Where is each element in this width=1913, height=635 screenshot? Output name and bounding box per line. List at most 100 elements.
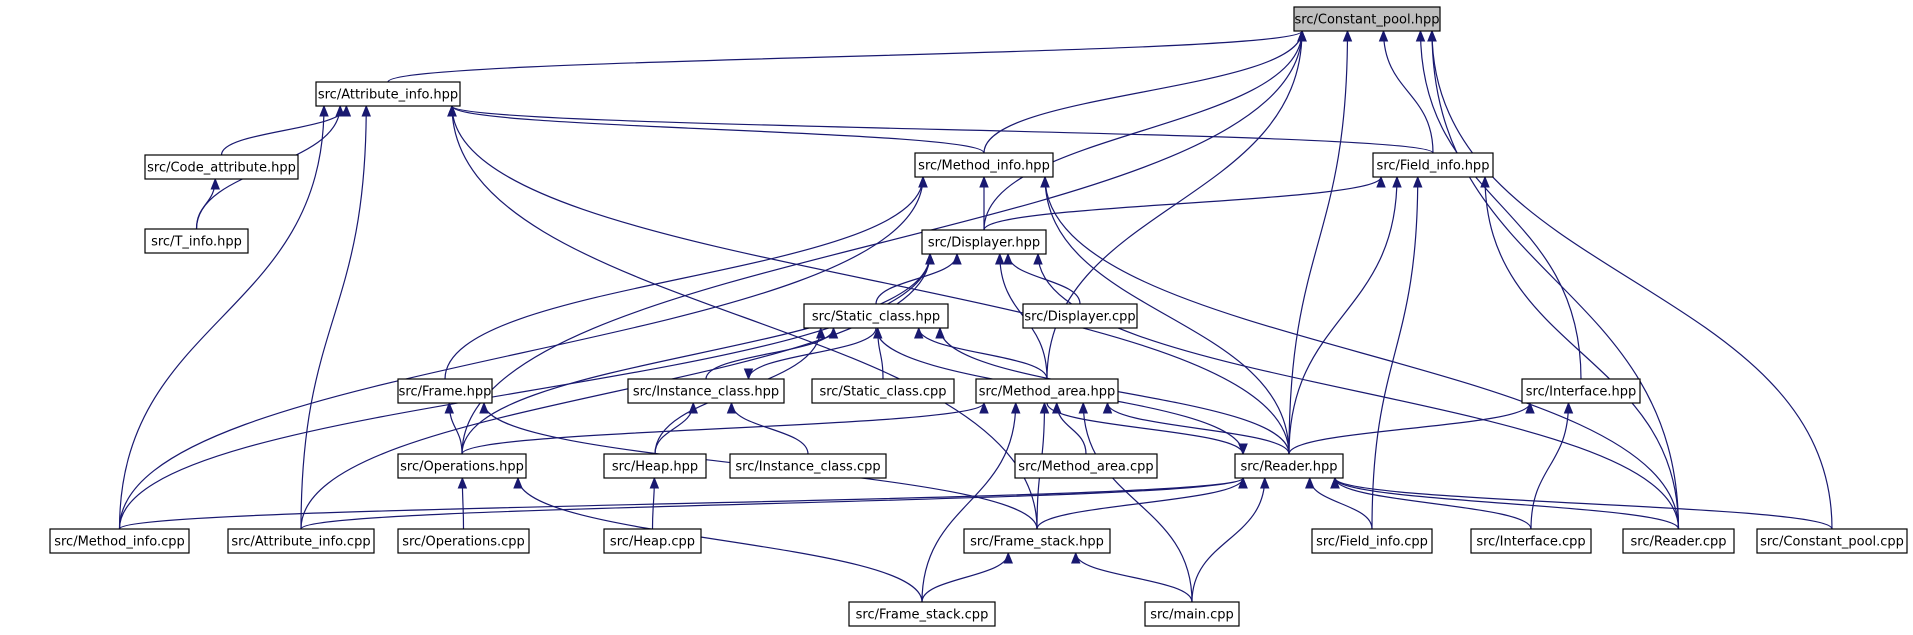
node-label: src/Instance_class.cpp — [735, 460, 880, 475]
node-box — [627, 378, 785, 404]
node-method-info-hpp[interactable]: src/Method_info.hpp — [914, 152, 1054, 178]
node-label: src/Code_attribute.hpp — [147, 161, 296, 176]
arrowhead-reader_cpp-to-method_info_hpp — [1040, 175, 1050, 188]
edge-displayer_cpp-to-displayer_hpp — [1007, 253, 1081, 305]
node-label: src/Method_info.cpp — [54, 535, 185, 550]
edge-frame_hpp-to-method_info_hpp — [444, 176, 924, 380]
node-constant-pool-cpp[interactable]: src/Constant_pool.cpp — [1756, 528, 1908, 554]
node-interface-cpp[interactable]: src/Interface.cpp — [1470, 528, 1592, 554]
edge-operations_hpp-to-displayer_hpp — [461, 253, 931, 455]
node-box — [1014, 453, 1158, 479]
arrowhead-frame_stack_hpp-to-method_area_hpp — [1039, 401, 1050, 414]
node-label: src/Constant_pool.cpp — [1760, 535, 1904, 550]
node-operations-cpp[interactable]: src/Operations.cpp — [397, 528, 530, 554]
node-box — [227, 528, 375, 554]
arrowhead-displayer_hpp-to-field_info_hpp — [1376, 175, 1386, 188]
arrowhead-method_info_cpp-to-attribute_info_hpp — [319, 104, 329, 117]
arrowhead-operations_hpp-to-method_area_hpp — [979, 401, 989, 414]
edge-reader_hpp-to-method_info_hpp — [1044, 176, 1290, 455]
edge-operations_hpp-to-method_area_hpp — [461, 402, 985, 455]
node-box — [1372, 152, 1494, 178]
arrowhead-interface_cpp-to-interface_hpp — [1563, 401, 1574, 414]
node-label: src/Method_info.hpp — [918, 159, 1050, 174]
node-field-info-hpp[interactable]: src/Field_info.hpp — [1372, 152, 1494, 178]
node-main-cpp[interactable]: src/main.cpp — [1144, 601, 1240, 627]
node-method-info-cpp[interactable]: src/Method_info.cpp — [49, 528, 190, 554]
node-frame-hpp[interactable]: src/Frame.hpp — [397, 378, 493, 404]
arrowhead-reader_hpp-to-method_area_hpp — [1102, 401, 1113, 414]
node-displayer-hpp[interactable]: src/Displayer.hpp — [921, 229, 1047, 255]
node-displayer-cpp[interactable]: src/Displayer.cpp — [1022, 303, 1138, 329]
node-attribute-info-hpp[interactable]: src/Attribute_info.hpp — [315, 81, 461, 107]
node-label: src/Displayer.cpp — [1024, 310, 1135, 325]
arrowhead-displayer_hpp-to-method_info_hpp — [979, 175, 989, 188]
arrowhead-t_info_hpp-to-code_attribute_hpp — [210, 177, 220, 190]
node-constant-pool-hpp[interactable]: src/Constant_pool.hpp — [1293, 6, 1441, 32]
node-box — [603, 453, 707, 479]
node-method-area-hpp[interactable]: src/Method_area.hpp — [975, 378, 1119, 404]
arrowhead-frame_stack_cpp-to-frame_stack_hpp — [1003, 551, 1013, 564]
arrowhead-operations_hpp-to-frame_hpp — [444, 401, 454, 414]
node-heap-cpp[interactable]: src/Heap.cpp — [603, 528, 702, 554]
node-heap-hpp[interactable]: src/Heap.hpp — [603, 453, 707, 479]
edge-static_class_hpp-to-displayer_hpp — [875, 253, 958, 305]
arrowhead-displayer_cpp-to-displayer_hpp — [1003, 252, 1013, 265]
edge-method_area_hpp-to-reader_hpp — [1046, 402, 1244, 455]
arrowhead-field_info_cpp-to-reader_hpp — [1305, 476, 1315, 489]
node-label: src/Instance_class.hpp — [633, 385, 779, 400]
arrowhead-frame_stack_cpp-to-operations_hpp — [513, 476, 523, 489]
node-interface-hpp[interactable]: src/Interface.hpp — [1521, 378, 1641, 404]
arrowhead-constant_pool_cpp-to-constant_pool_hpp — [1427, 29, 1437, 42]
node-label: src/Field_info.cpp — [1316, 535, 1428, 550]
edge-attribute_info_hpp-to-constant_pool_hpp — [387, 30, 1303, 83]
arrowhead-method_info_cpp-to-method_info_hpp — [918, 175, 928, 188]
node-instance-class-cpp[interactable]: src/Instance_class.cpp — [729, 453, 887, 479]
node-label: src/Frame_stack.hpp — [970, 535, 1104, 550]
node-field-info-cpp[interactable]: src/Field_info.cpp — [1311, 528, 1433, 554]
node-frame-stack-hpp[interactable]: src/Frame_stack.hpp — [963, 528, 1111, 554]
node-reader-cpp[interactable]: src/Reader.cpp — [1622, 528, 1735, 554]
edge-reader_hpp-to-constant_pool_hpp — [1288, 30, 1349, 455]
arrowhead-main_cpp-to-reader_hpp — [1260, 476, 1270, 489]
node-label: src/Static_class.cpp — [819, 385, 946, 400]
node-frame-stack-cpp[interactable]: src/Frame_stack.cpp — [848, 601, 996, 627]
edge-method_info_cpp-to-attribute_info_hpp — [118, 105, 325, 530]
edge-instance_class_cpp-to-instance_class_hpp — [730, 402, 809, 455]
arrowhead-t_info_hpp-to-attribute_info_hpp — [335, 104, 345, 117]
node-box — [1622, 528, 1735, 554]
node-reader-hpp[interactable]: src/Reader.hpp — [1234, 453, 1344, 479]
node-box — [397, 378, 493, 404]
arrowhead-reader_hpp-to-field_info_hpp — [1392, 175, 1402, 188]
node-box — [1311, 528, 1433, 554]
node-label: src/Frame.hpp — [399, 385, 492, 400]
arrowhead-heap_cpp-to-heap_hpp — [649, 476, 660, 489]
node-label: src/Interface.hpp — [1526, 385, 1636, 400]
edge-method_info_cpp-to-method_info_hpp — [118, 176, 924, 530]
node-label: src/Field_info.hpp — [1377, 159, 1490, 174]
node-method-area-cpp[interactable]: src/Method_area.cpp — [1014, 453, 1158, 479]
node-box — [963, 528, 1111, 554]
node-label: src/Frame_stack.cpp — [856, 608, 989, 623]
node-label: src/Method_area.cpp — [1018, 460, 1153, 475]
node-static-class-hpp[interactable]: src/Static_class.hpp — [803, 303, 949, 329]
edge-method_info_hpp-to-attribute_info_hpp — [451, 105, 985, 154]
node-box — [1521, 378, 1641, 404]
edge-reader_cpp-to-method_info_hpp — [1044, 176, 1680, 530]
edge-main_cpp-to-method_area_hpp — [1082, 402, 1193, 603]
node-label: src/T_info.hpp — [151, 235, 242, 250]
node-attribute-info-cpp[interactable]: src/Attribute_info.cpp — [227, 528, 375, 554]
edge-instance_class_hpp-to-static_class_hpp — [705, 327, 835, 380]
arrowhead-method_area_hpp-to-displayer_hpp — [995, 252, 1005, 265]
node-t-info-hpp[interactable]: src/T_info.hpp — [144, 228, 249, 254]
arrowhead-field_info_hpp-to-constant_pool_hpp — [1378, 29, 1389, 42]
edge-main_cpp-to-frame_stack_hpp — [1075, 552, 1193, 603]
node-operations-hpp[interactable]: src/Operations.hpp — [397, 453, 527, 479]
arrowhead-interface_hpp-to-constant_pool_hpp — [1415, 29, 1426, 42]
edge-frame_stack_cpp-to-operations_hpp — [517, 477, 923, 603]
arrowhead-frame_stack_cpp-to-method_area_hpp — [1011, 401, 1021, 414]
node-static-class-cpp[interactable]: src/Static_class.cpp — [811, 378, 955, 404]
node-code-attribute-hpp[interactable]: src/Code_attribute.hpp — [144, 154, 299, 180]
node-instance-class-hpp[interactable]: src/Instance_class.hpp — [627, 378, 785, 404]
arrowhead-main_cpp-to-method_area_hpp — [1078, 401, 1088, 414]
edge-reader_cpp-to-reader_hpp — [1334, 477, 1680, 530]
